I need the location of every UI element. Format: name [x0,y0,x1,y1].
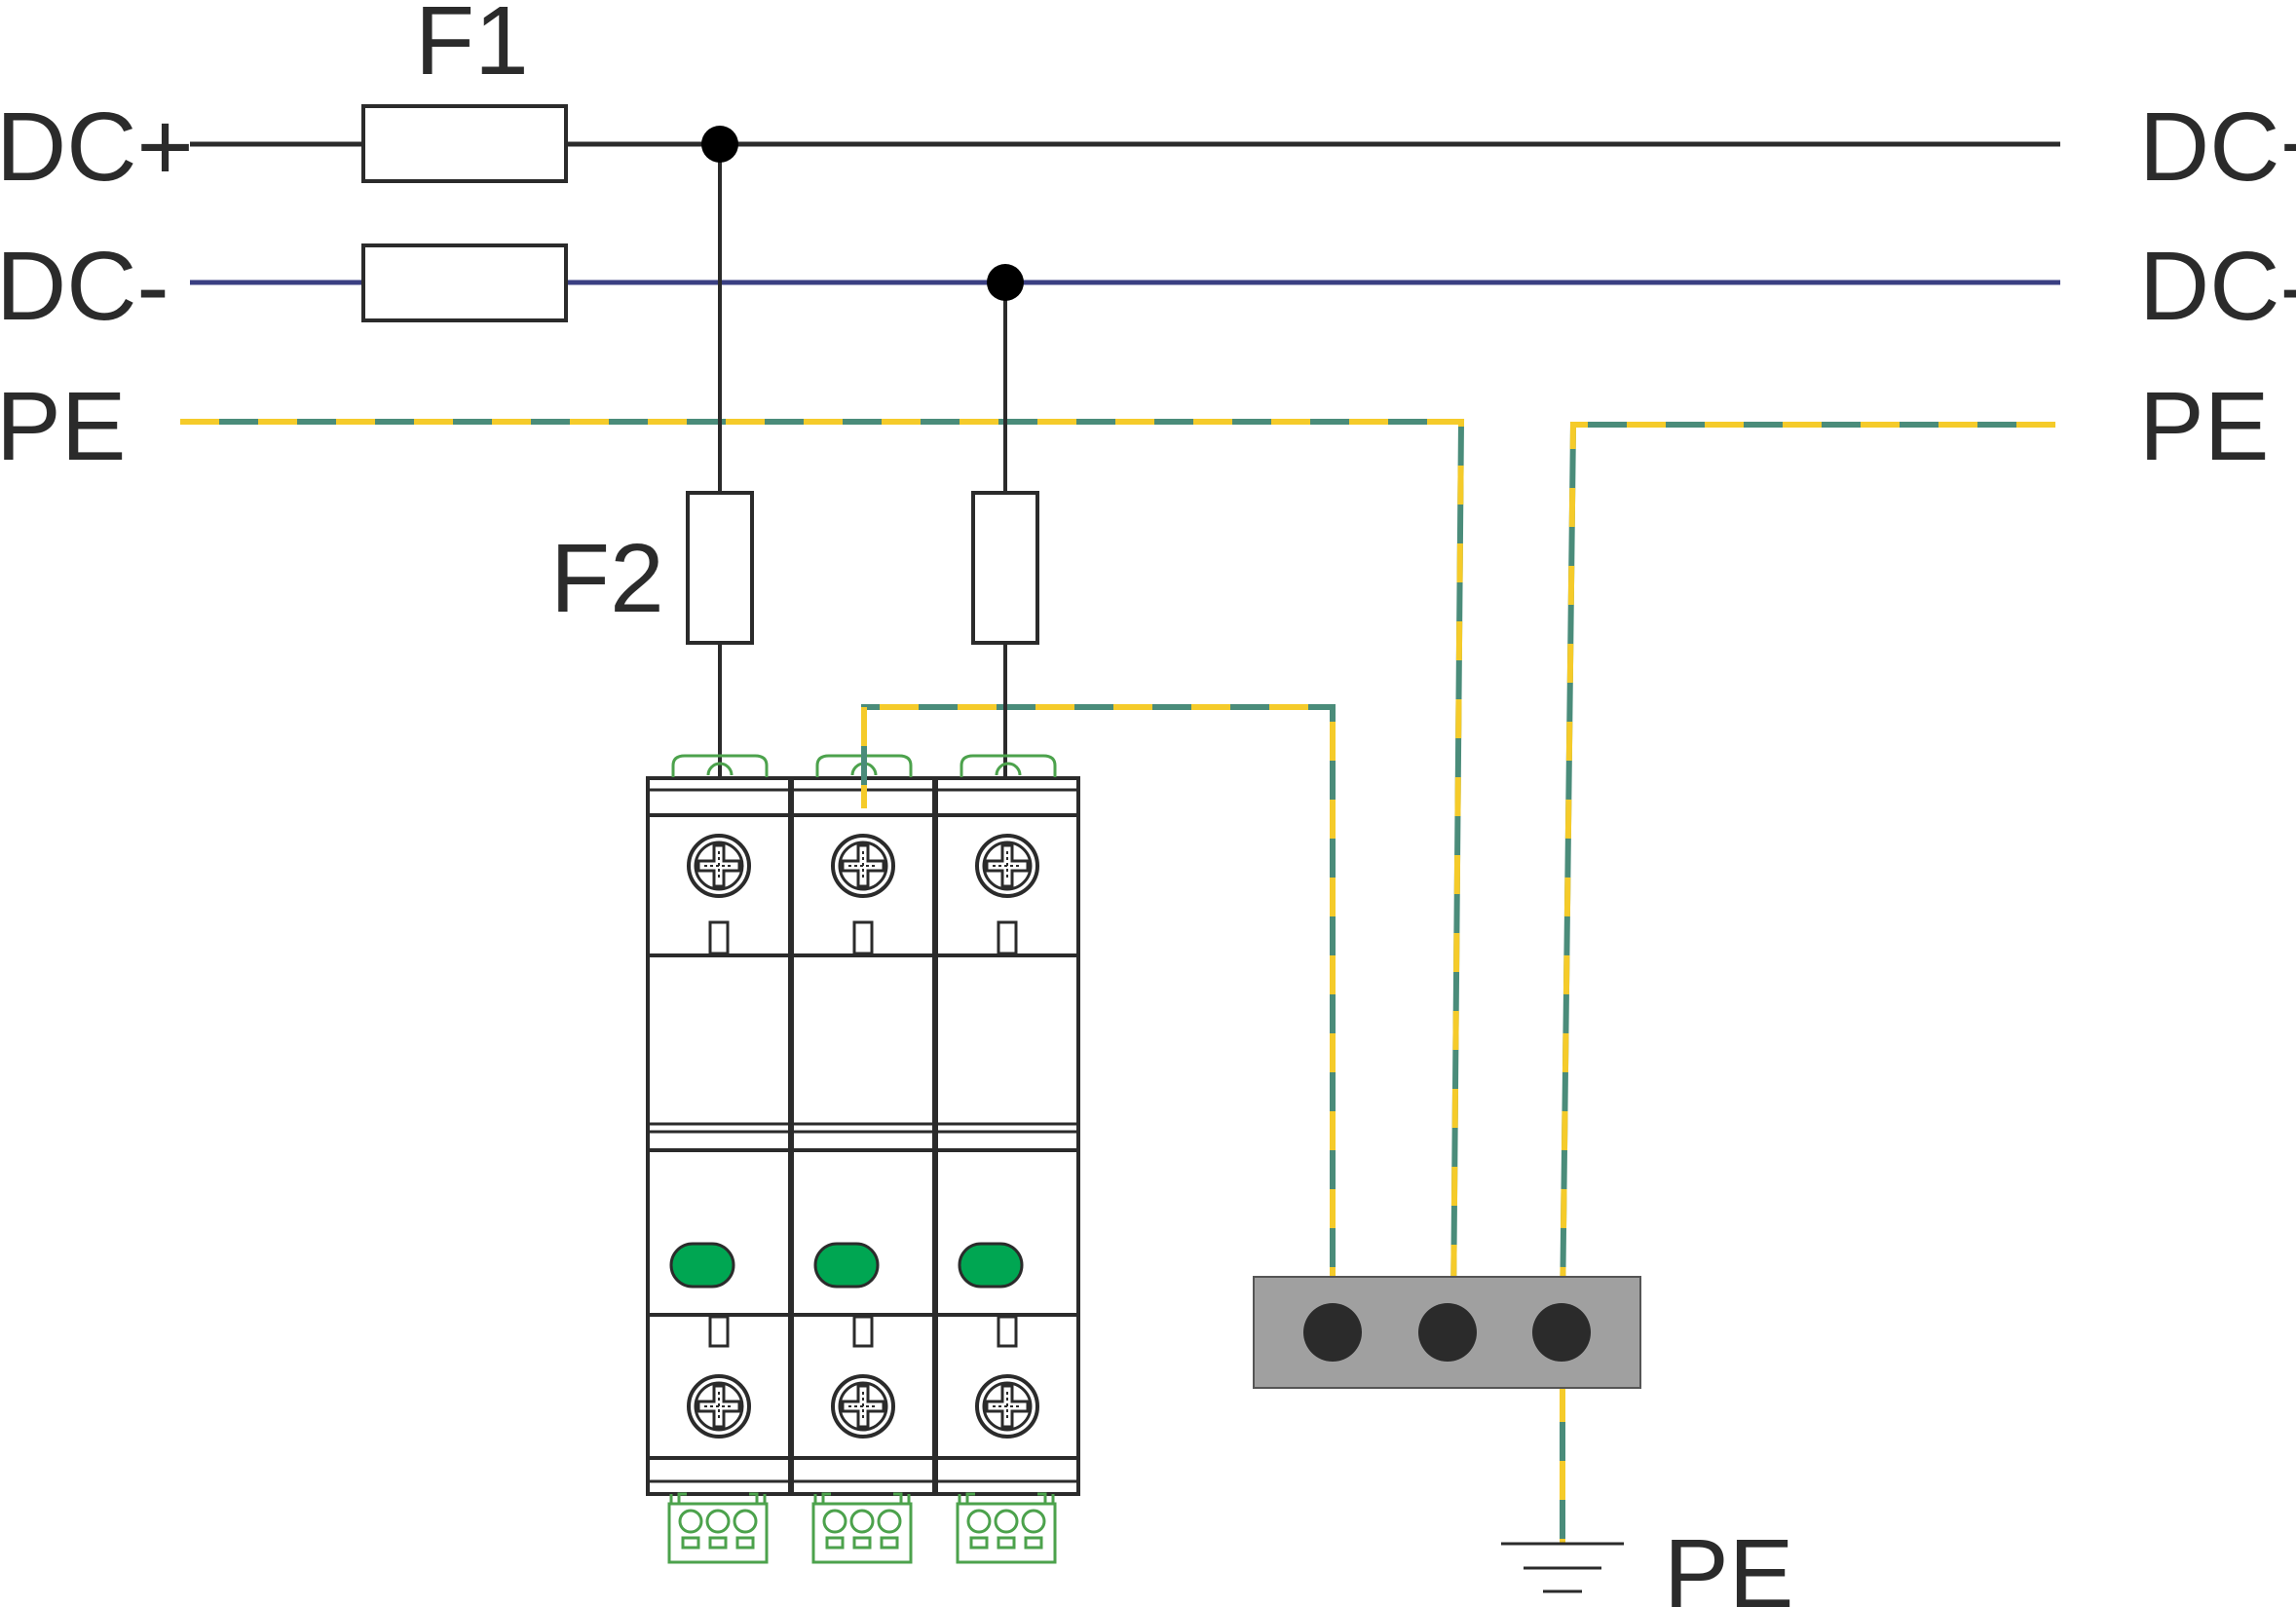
label-pe-left: PE [0,372,126,481]
earth-ground-icon [1501,1542,1624,1593]
spd-module-3 [936,778,1078,1494]
spd-module-2 [792,778,934,1494]
label-fuse-f1: F1 [415,0,529,95]
pe-main-left [180,419,1465,1311]
label-dc-minus-left: DC- [0,232,169,341]
fuse-f1-dc-plus [361,104,568,183]
fuse-f1-dc-minus [361,243,568,322]
spd-bottom-connector-1 [667,1492,769,1564]
junction-dot-dc-plus [701,126,738,163]
label-dc-plus-right: DC+ [2139,93,2296,202]
junction-dot-dc-minus [987,264,1024,301]
earth-terminal-1 [1303,1303,1362,1362]
earth-terminal-bar [1253,1276,1641,1389]
earth-terminal-3 [1532,1303,1591,1362]
label-earth-pe: PE [1664,1519,1793,1607]
surge-protection-device [648,754,1078,1564]
earth-terminal-2 [1418,1303,1477,1362]
spd-top-clip-3 [960,754,1057,779]
pe-main-right [1560,422,2055,1311]
spd-bottom-connector-2 [811,1492,913,1564]
label-fuse-f2: F2 [550,524,664,633]
spd-module-1 [648,778,790,1494]
spd-bottom-connector-3 [956,1492,1057,1564]
label-dc-minus-right: DC- [2139,232,2296,341]
fuse-f2-dc-minus [971,491,1039,645]
label-dc-plus-left: DC+ [0,93,194,202]
label-pe-right: PE [2139,372,2269,481]
pe-conductors [180,419,2055,1544]
fuse-f2-dc-plus [686,491,754,645]
